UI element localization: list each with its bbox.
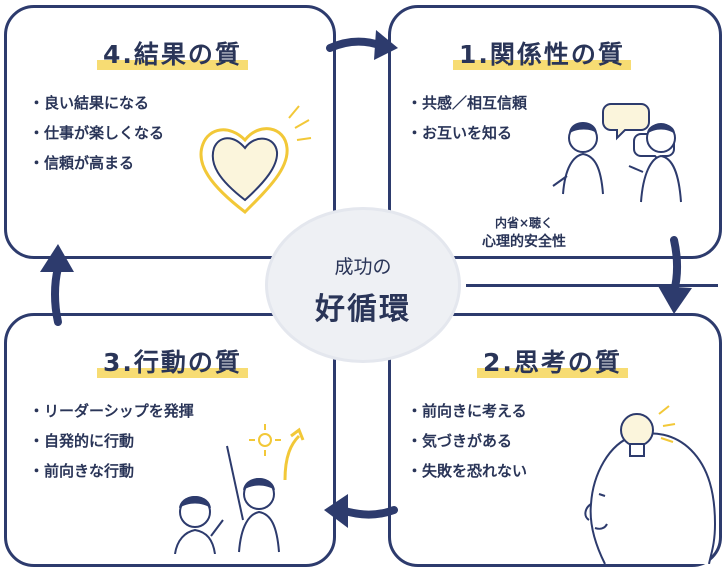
heart-icon [199, 105, 312, 214]
list-item: 前向きな行動 [29, 456, 194, 486]
raised-hands-icon [174, 424, 305, 554]
list-item: 良い結果になる [29, 88, 164, 118]
hint-top: 内省×聴く [494, 216, 554, 230]
list-item: 失敗を恐れない [407, 456, 527, 486]
list-item: 自発的に行動 [29, 426, 194, 456]
panel-results-quality: 4.結果の質 良い結果になる 仕事が楽しくなる 信頼が高まる [4, 5, 336, 259]
lightbulb-icon [584, 405, 717, 564]
reflection-listening-note: 内省×聴く 心理的安全性 [454, 214, 594, 251]
panel-title: 4.結果の質 [97, 35, 248, 71]
list-item: 信頼が高まる [29, 148, 164, 178]
hint-main: 心理的安全性 [478, 231, 570, 251]
panel-action-quality: 3.行動の質 リーダーシップを発揮 自発的に行動 前向きな行動 [4, 313, 336, 567]
arrow-right-icon [326, 30, 398, 60]
panel-title: 1.関係性の質 [453, 35, 631, 71]
list-item: 気づきがある [407, 426, 527, 456]
center-label-main: 好循環 [315, 292, 411, 327]
panel-thinking-quality: 2.思考の質 前向きに考える 気づきがある 失敗を恐れない [388, 313, 722, 567]
item-list: 良い結果になる 仕事が楽しくなる 信頼が高まる [29, 88, 164, 178]
panel-title: 2.思考の質 [477, 343, 628, 379]
conversation-icon [552, 103, 682, 203]
list-item: リーダーシップを発揮 [29, 396, 194, 426]
item-list: 前向きに考える 気づきがある 失敗を恐れない [407, 396, 527, 486]
panel-relationship-quality: 1.関係性の質 共感／相互信頼 お互いを知る [388, 5, 722, 259]
arrow-up-icon [40, 244, 74, 326]
center-label-top: 成功の [334, 256, 392, 278]
arrow-left-icon [324, 494, 398, 528]
list-item: 仕事が楽しくなる [29, 118, 164, 148]
success-cycle-center: 成功の 好循環 [265, 207, 461, 363]
panel-title: 3.行動の質 [97, 343, 248, 379]
item-list: リーダーシップを発揮 自発的に行動 前向きな行動 [29, 396, 194, 486]
list-item: 共感／相互信頼 [407, 88, 527, 118]
divider [466, 284, 718, 287]
list-item: 前向きに考える [407, 396, 527, 426]
list-item: お互いを知る [407, 118, 527, 148]
item-list: 共感／相互信頼 お互いを知る [407, 88, 527, 148]
arrow-down-icon [658, 236, 692, 314]
